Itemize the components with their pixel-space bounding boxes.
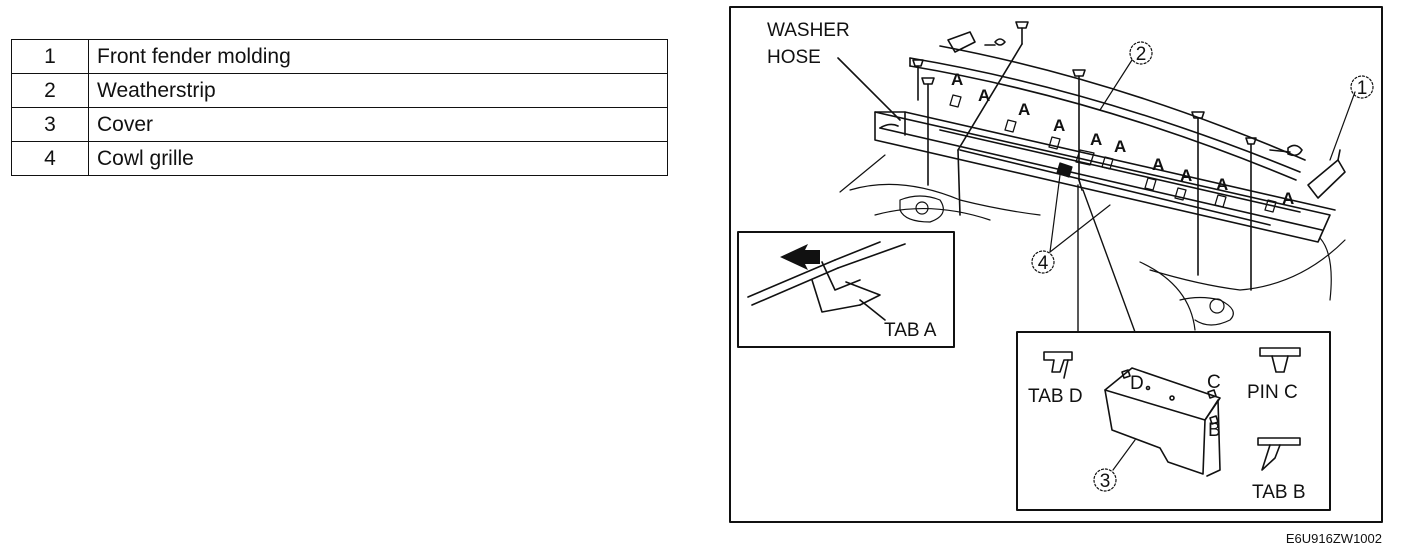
tab-a-marker: A	[1114, 137, 1126, 156]
cover-letter-d: D	[1130, 373, 1144, 394]
figure-code: E6U916ZW1002	[1286, 531, 1382, 546]
callout-leaders	[839, 59, 1356, 253]
tab-a-marker: A	[951, 70, 963, 89]
grille-slots	[949, 94, 1277, 213]
callout-1: 1	[1350, 75, 1374, 99]
cover-letter-b: B	[1208, 420, 1221, 441]
washer-hose-label-1: WASHER	[767, 20, 850, 41]
arrow-left-icon	[780, 244, 820, 270]
front-fender-molding-part	[1307, 149, 1346, 199]
washer-hose-part	[837, 57, 901, 129]
callout-2-label: 2	[1136, 44, 1147, 65]
diagram-frame	[729, 6, 1383, 523]
legend-label: Cowl grille	[88, 141, 668, 176]
legend-row: 3 Cover	[11, 107, 668, 142]
tab-a-marker: A	[978, 86, 990, 105]
callout-2: 2	[1129, 41, 1153, 65]
tab-a-marker: A	[1090, 130, 1102, 149]
washer-hose-label-2: HOSE	[767, 47, 821, 68]
legend-row: 4 Cowl grille	[11, 141, 668, 176]
fastener-clips	[912, 21, 1257, 291]
detail-leader	[1077, 184, 1136, 333]
tab-a-marker: A	[1180, 166, 1192, 185]
callout-3-label: 3	[1100, 471, 1111, 492]
cover-detail-inset: TAB D PIN C TAB B D C B 3	[1016, 331, 1331, 511]
callout-4-label: 4	[1038, 253, 1049, 274]
molding-clip	[1269, 144, 1303, 157]
tab-a-marker: A	[1216, 175, 1228, 194]
tab-a-label: TAB A	[884, 320, 937, 341]
legend-row: 2 Weatherstrip	[11, 73, 668, 108]
tab-a-marker: A	[1152, 155, 1164, 174]
callout-1-label: 1	[1357, 78, 1368, 99]
legend-number: 4	[11, 141, 89, 176]
legend-label: Cover	[88, 107, 668, 142]
tab-a-marker: A	[1018, 100, 1030, 119]
weatherstrip-clip	[947, 31, 1006, 53]
tab-a-markers: A A A A A A A A A A	[951, 70, 1294, 208]
tab-d-label: TAB D	[1028, 386, 1083, 407]
tab-a-inset: TAB A	[737, 231, 955, 348]
parts-legend-table: 1 Front fender molding 2 Weatherstrip 3 …	[11, 39, 668, 176]
tab-a-marker: A	[1282, 189, 1294, 208]
tab-a-marker: A	[1053, 116, 1065, 135]
pin-c-label: PIN C	[1247, 382, 1298, 403]
cover-letter-c: C	[1207, 372, 1221, 393]
tab-b-label: TAB B	[1252, 482, 1306, 503]
callout-4: 4	[1031, 250, 1055, 274]
cowl-grille-part	[874, 111, 1336, 243]
